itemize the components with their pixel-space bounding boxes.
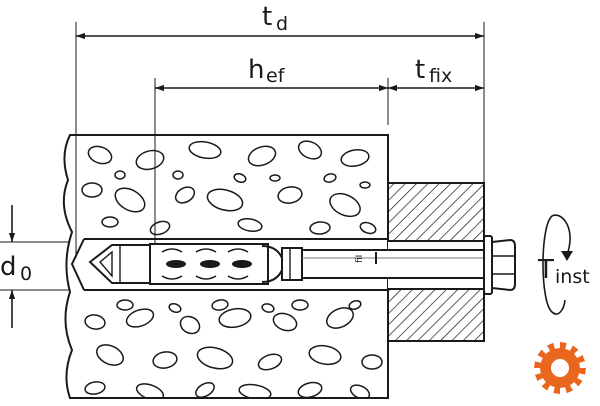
svg-text:t: t	[415, 55, 425, 85]
aggregate-stone	[272, 312, 298, 332]
aggregate-stone	[188, 140, 222, 160]
bolt-shaft	[301, 249, 493, 279]
label-tfix-main: t	[415, 55, 425, 85]
concrete-aggregate	[81, 140, 383, 398]
aggregate-stone	[116, 299, 134, 311]
label-tinst-main: T	[537, 255, 554, 285]
aggregate-stone	[308, 344, 342, 366]
gear-logo-hole	[551, 359, 569, 377]
aggregate-stone	[81, 182, 103, 198]
torque-indicator: T inst	[537, 214, 590, 315]
aggregate-stone	[277, 186, 303, 204]
aggregate-stone	[87, 145, 113, 165]
aggregate-stone	[257, 353, 283, 371]
extension-lines	[0, 22, 485, 291]
aggregate-stone	[206, 188, 244, 212]
aggregate-stone	[247, 145, 277, 167]
aggregate-stone	[359, 181, 371, 189]
aggregate-stone	[269, 174, 281, 182]
dimension-tfix: t fix	[388, 55, 484, 92]
aggregate-stone	[238, 383, 272, 398]
aggregate-stone	[135, 383, 165, 398]
aggregate-stone	[237, 217, 263, 233]
svg-text:inst: inst	[555, 266, 590, 288]
label-hef-main: h	[248, 55, 264, 85]
label-d0-main: d	[0, 252, 17, 282]
hex-head	[491, 238, 516, 292]
aggregate-stone	[114, 187, 146, 213]
aggregate-stone	[114, 170, 126, 180]
aggregate-stone	[361, 354, 383, 370]
svg-text:fix: fix	[429, 65, 452, 87]
aggregate-stone	[172, 170, 184, 180]
aggregate-stone	[297, 140, 323, 160]
svg-text:ef: ef	[266, 65, 286, 87]
svg-text:d: d	[0, 252, 17, 282]
aggregate-stone	[196, 346, 234, 370]
aggregate-stone	[329, 192, 361, 218]
svg-text:h: h	[248, 55, 264, 85]
aggregate-stone	[149, 220, 171, 236]
aggregate-stone	[179, 315, 201, 335]
aggregate-stone	[211, 299, 229, 311]
aggregate-stone	[168, 302, 182, 314]
aggregate-stone	[261, 303, 275, 313]
label-hef-sub: ef	[266, 65, 286, 87]
aggregate-stone	[326, 307, 354, 329]
aggregate-stone	[359, 221, 377, 235]
svg-text:0: 0	[20, 263, 32, 285]
svg-text:d: d	[276, 13, 288, 35]
aggregate-stone	[195, 382, 215, 398]
dimension-td: t d	[76, 2, 484, 40]
aggregate-stone	[297, 381, 323, 398]
aggregate-stone	[348, 299, 362, 311]
aggregate-stone	[135, 149, 165, 171]
aggregate-stone	[84, 314, 106, 330]
aggregate-stone	[309, 221, 331, 235]
dimension-hef: h ef	[155, 55, 388, 92]
aggregate-stone	[101, 216, 119, 228]
aggregate-stone	[233, 172, 247, 184]
label-td-sub: d	[276, 13, 288, 35]
aggregate-stone	[349, 384, 371, 398]
aggregate-stone	[323, 173, 337, 183]
washer	[483, 235, 493, 295]
gear-logo-icon	[534, 342, 586, 394]
aggregate-stone	[152, 351, 178, 369]
svg-text:t: t	[262, 2, 272, 32]
label-tfix-sub: fix	[429, 65, 452, 87]
aggregate-stone	[218, 307, 252, 329]
aggregate-stone	[174, 186, 196, 204]
aggregate-stone	[340, 149, 370, 167]
label-td-main: t	[262, 2, 272, 32]
aggregate-stone	[96, 344, 124, 366]
rotation-arrow-icon	[542, 214, 571, 315]
anchor-bolt	[88, 235, 516, 295]
label-tinst-sub: inst	[555, 266, 590, 288]
aggregate-stone	[125, 308, 155, 328]
dimension-d0: d 0	[0, 205, 32, 328]
anchor-stamp: fiI	[355, 255, 365, 263]
svg-text:T: T	[537, 255, 554, 285]
aggregate-stone	[291, 299, 309, 311]
aggregate-stone	[84, 381, 106, 395]
label-d0-sub: 0	[20, 263, 32, 285]
